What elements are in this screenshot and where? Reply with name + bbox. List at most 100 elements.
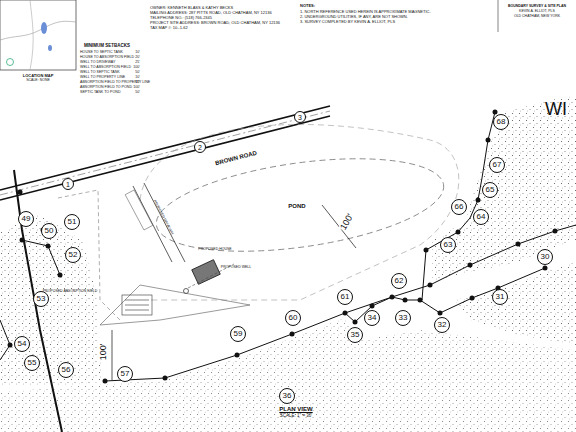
callout-number: 62 xyxy=(395,277,404,285)
callout-circle: 32 xyxy=(434,317,450,333)
callout-number: 54 xyxy=(18,340,27,348)
callout-number: 59 xyxy=(234,330,243,338)
setback-value: 20' xyxy=(135,56,140,60)
road-name: BROWN ROAD xyxy=(215,150,258,166)
drawing-caption: PLAN VIEW xyxy=(279,406,312,412)
owner-info: MAILING ADDRESS: 287 PITTS ROAD, OLD CHA… xyxy=(150,11,272,15)
notes-title: NOTES: xyxy=(300,4,315,8)
callout-circle: 54 xyxy=(14,336,30,352)
title-block: OLD CHATHAM, NEW YORK xyxy=(514,15,560,19)
setback-value: 100' xyxy=(133,86,140,90)
plan-note: PROPOSED ABSORPTION FIELD xyxy=(43,290,97,294)
callout-circle: 55 xyxy=(24,355,40,371)
callout-circle: 60 xyxy=(285,310,301,326)
setback-value: 50' xyxy=(135,71,140,75)
callout-circle: 61 xyxy=(337,289,353,305)
callout-circle: 56 xyxy=(58,362,74,378)
callout-circle: 3 xyxy=(294,111,306,123)
setback-value: 10' xyxy=(135,81,140,85)
setback-item: WELL TO DRIVEWAY xyxy=(80,61,115,65)
wooded-area xyxy=(0,214,102,386)
callout-number: 33 xyxy=(399,314,408,322)
callout-circle: 66 xyxy=(451,199,467,215)
pond-label: POND xyxy=(288,203,305,209)
proposed-house xyxy=(192,260,221,285)
callout-circle: 64 xyxy=(473,209,489,225)
note: 1. NORTH REFERENCE USED HEREIN IS APPROX… xyxy=(300,10,431,14)
callout-number: 49 xyxy=(22,215,31,223)
callout-number: 32 xyxy=(438,321,447,329)
setback-item: SEPTIC TANK TO POND xyxy=(80,91,120,95)
title-block: KEVIN A. ELLIOT, PLS xyxy=(519,10,555,14)
callout-number: 61 xyxy=(341,293,350,301)
callout-number: 51 xyxy=(68,218,77,226)
dimension: 100' xyxy=(99,343,108,362)
callout-number: 30 xyxy=(541,253,550,261)
callout-circle: 33 xyxy=(395,310,411,326)
callout-number: 65 xyxy=(486,186,495,194)
setback-value: 10' xyxy=(135,51,140,55)
map-title: LOCATION MAP xyxy=(23,74,54,78)
callout-number: 1 xyxy=(66,181,70,188)
setback-item: WELL TO PROPERTY LINE xyxy=(80,76,125,80)
note: 2. UNDERGROUND UTILITIES, IF ANY, ARE NO… xyxy=(300,15,408,19)
callout-circle: 1 xyxy=(62,178,74,190)
callout-circle: 2 xyxy=(194,141,206,153)
callout-number: 2 xyxy=(198,144,202,151)
callout-circle: 65 xyxy=(482,182,498,198)
location-map xyxy=(0,0,76,70)
callout-number: 34 xyxy=(368,314,377,322)
callout-circle: 34 xyxy=(364,310,380,326)
wooded-area xyxy=(432,96,576,282)
plan-note: PROPOSED HOUSE xyxy=(198,248,231,252)
setback-item: HOUSE TO ABSORPTION FIELD xyxy=(80,56,134,60)
owner-info: OWNER: KENNETH BLASS & KATHY BECKS xyxy=(150,6,233,10)
callout-circle: 53 xyxy=(33,291,49,307)
callout-number: 68 xyxy=(497,118,506,126)
callout-number: 64 xyxy=(477,213,486,221)
owner-info: TELEPHONE NO.: (518) 766-2345 xyxy=(150,16,212,20)
setback-item: HOUSE TO SEPTIC TANK xyxy=(80,51,123,55)
callout-number: 66 xyxy=(455,203,464,211)
map-scale: SCALE: NONE xyxy=(26,79,50,83)
callout-circle: 51 xyxy=(64,214,80,230)
callout-number: 55 xyxy=(28,359,37,367)
callout-number: 63 xyxy=(444,241,453,249)
callout-number: 60 xyxy=(289,314,298,322)
callout-circle: 67 xyxy=(489,157,505,173)
callout-circle: 31 xyxy=(492,289,508,305)
setback-item: ABSORPTION FIELD TO POND xyxy=(80,86,132,90)
callout-circle: 50 xyxy=(41,223,57,239)
callout-circle: 68 xyxy=(493,114,509,130)
callout-circle: 35 xyxy=(347,327,363,343)
callout-circle: 36 xyxy=(279,388,295,404)
setback-value: 50' xyxy=(135,91,140,95)
callout-number: 31 xyxy=(496,293,505,301)
callout-circle: 52 xyxy=(65,247,81,263)
callout-circle: 63 xyxy=(440,237,456,253)
wooded-area xyxy=(455,262,576,345)
callout-circle: 59 xyxy=(230,326,246,342)
callout-number: 50 xyxy=(45,227,54,235)
callout-number: 53 xyxy=(37,295,46,303)
setback-value: 100' xyxy=(133,66,140,70)
scale-note: SCALE: 1" = 30' xyxy=(280,414,312,419)
callout-number: 52 xyxy=(69,251,78,259)
title-block: BOUNDARY SURVEY & SITE PLAN xyxy=(508,5,566,9)
callout-circle: 30 xyxy=(537,249,553,265)
partial-label: WI xyxy=(545,100,567,118)
setback-item: WELL TO SEPTIC TANK xyxy=(80,71,120,75)
dimension: 100' xyxy=(338,212,355,233)
setback-value: 25' xyxy=(135,61,140,65)
setback-value: 10' xyxy=(135,76,140,80)
callout-number: 3 xyxy=(298,114,302,121)
callout-number: 56 xyxy=(62,366,71,374)
callout-number: 67 xyxy=(493,161,502,169)
setback-item: WELL TO ABSORPTION FIELD xyxy=(80,66,131,70)
callout-circle: 62 xyxy=(391,273,407,289)
owner-info: TAX MAP #: 10.-1-62 xyxy=(150,26,188,30)
plan-note: PROPOSED WELL xyxy=(221,266,251,270)
callout-number: 36 xyxy=(283,392,292,400)
